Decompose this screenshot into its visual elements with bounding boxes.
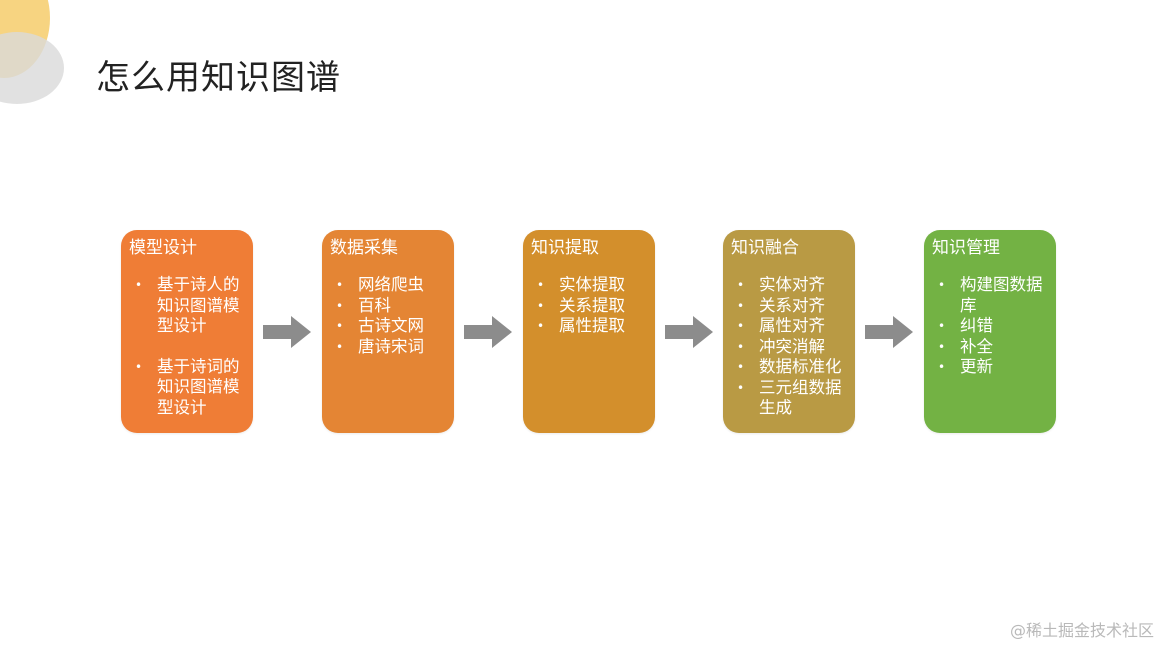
list-item: 数据标准化 — [731, 357, 847, 378]
arrow-right-icon — [464, 316, 512, 348]
arrow-right-icon — [263, 316, 311, 348]
stage-items: 基于诗人的知识图谱模型设计 基于诗词的知识图谱模型设计 — [129, 275, 245, 418]
watermark: @稀土掘金技术社区 — [1009, 621, 1154, 640]
list-item: 纠错 — [932, 316, 1048, 337]
list-item: 三元组数据生成 — [731, 378, 847, 419]
list-item: 实体提取 — [531, 275, 647, 296]
stage-title: 模型设计 — [129, 238, 197, 258]
list-item: 基于诗词的知识图谱模型设计 — [129, 357, 245, 419]
decorative-gray-circle — [0, 32, 64, 104]
arrow-right-icon — [865, 316, 913, 348]
stage-title: 数据采集 — [330, 238, 398, 258]
list-item: 基于诗人的知识图谱模型设计 — [129, 275, 245, 337]
stage-items: 实体对齐 关系对齐 属性对齐 冲突消解 数据标准化 三元组数据生成 — [731, 275, 847, 419]
list-item: 古诗文网 — [330, 316, 446, 337]
stage-items: 构建图数据库 纠错 补全 更新 — [932, 275, 1048, 378]
list-item: 百科 — [330, 296, 446, 317]
list-item: 网络爬虫 — [330, 275, 446, 296]
list-item: 唐诗宋词 — [330, 337, 446, 358]
stage-title: 知识提取 — [531, 238, 599, 258]
arrow-right-icon — [665, 316, 713, 348]
list-item: 属性对齐 — [731, 316, 847, 337]
stage-title: 知识管理 — [932, 238, 1000, 258]
list-item: 关系提取 — [531, 296, 647, 317]
list-item: 关系对齐 — [731, 296, 847, 317]
stage-data-collection: 数据采集 网络爬虫 百科 古诗文网 唐诗宋词 — [322, 230, 454, 433]
page-title: 怎么用知识图谱 — [96, 58, 341, 98]
stage-knowledge-extraction: 知识提取 实体提取 关系提取 属性提取 — [523, 230, 655, 433]
list-item: 属性提取 — [531, 316, 647, 337]
stage-model-design: 模型设计 基于诗人的知识图谱模型设计 基于诗词的知识图谱模型设计 — [121, 230, 253, 433]
list-item: 构建图数据库 — [932, 275, 1048, 316]
list-item: 冲突消解 — [731, 337, 847, 358]
stage-items: 实体提取 关系提取 属性提取 — [531, 275, 647, 337]
stage-knowledge-management: 知识管理 构建图数据库 纠错 补全 更新 — [924, 230, 1056, 433]
stage-title: 知识融合 — [731, 238, 799, 258]
list-item: 实体对齐 — [731, 275, 847, 296]
stage-knowledge-fusion: 知识融合 实体对齐 关系对齐 属性对齐 冲突消解 数据标准化 三元组数据生成 — [723, 230, 855, 433]
list-item: 更新 — [932, 357, 1048, 378]
list-item: 补全 — [932, 337, 1048, 358]
stage-items: 网络爬虫 百科 古诗文网 唐诗宋词 — [330, 275, 446, 357]
